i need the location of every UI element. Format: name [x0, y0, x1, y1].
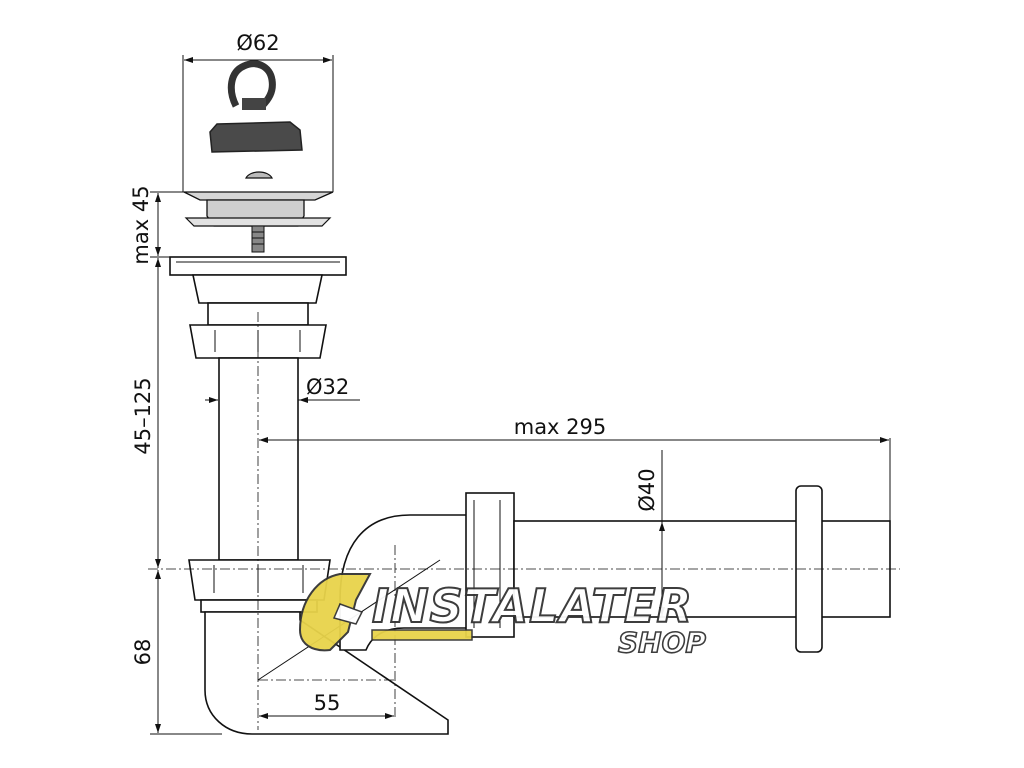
dim-trap-offset: 55 [314, 691, 341, 715]
trap-body [188, 514, 469, 735]
logo-sub-text: SHOP [618, 626, 706, 659]
dim-strainer-height: max 45 [129, 185, 153, 264]
dim-inlet-diameter: Ø32 [306, 375, 349, 399]
dimension-lines [150, 55, 891, 735]
dim-outlet-length: max 295 [514, 415, 607, 439]
logo-brand-text: INSTALATER [372, 579, 693, 633]
drain-outlet-body [169, 256, 347, 359]
inlet-tube [218, 357, 299, 561]
instalater-shop-logo: INSTALATER SHOP [298, 573, 707, 660]
dim-inlet-length: 45–125 [131, 377, 155, 454]
strainer-grate [183, 171, 334, 253]
dim-outlet-diameter: Ø40 [635, 468, 659, 511]
dim-trap-height: 68 [131, 639, 155, 666]
rubber-stopper [209, 60, 303, 153]
dim-stopper-diameter: Ø62 [236, 31, 279, 55]
